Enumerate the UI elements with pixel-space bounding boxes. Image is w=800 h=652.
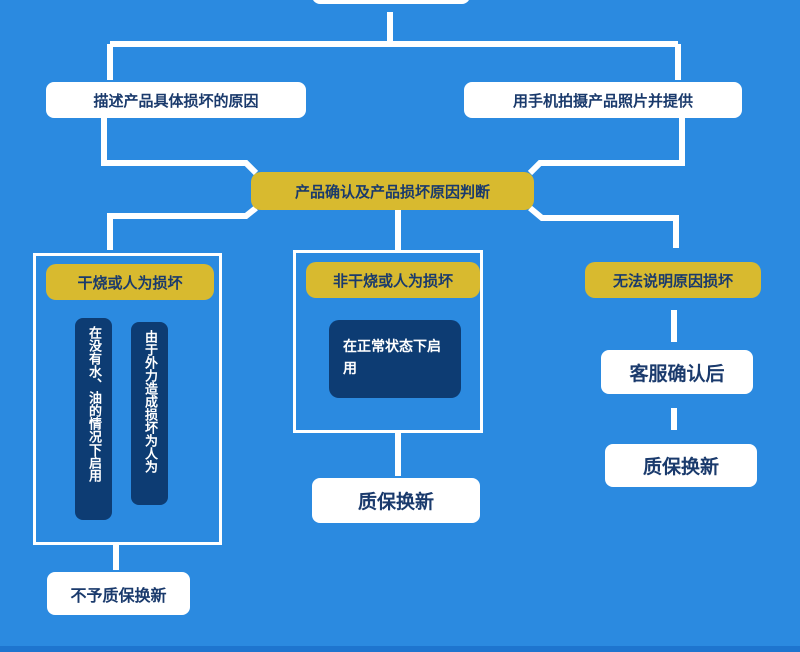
not-dry-or-human-label: 非干烧或人为损坏 [306,262,480,298]
dry-or-human-label: 干烧或人为损坏 [46,264,214,300]
external-force-box: 由于外力造成损坏为人为 [131,322,168,505]
warranty-right-box: 质保换新 [605,444,757,487]
describe-reason-box: 描述产品具体损坏的原因 [46,82,306,118]
not-dry-or-human-frame [293,250,483,433]
left-branch-line [107,205,258,250]
cannot-explain-label: 无法说明原因损坏 [585,262,761,298]
dry-or-human-frame [33,253,222,545]
no-warranty-box: 不予质保换新 [47,572,190,615]
warranty-center-box: 质保换新 [312,478,480,523]
left-merge-line [101,118,259,176]
confirm-judge-box: 产品确认及产品损坏原因判断 [251,172,534,210]
right-branch-line [528,205,679,248]
no-water-oil-box: 在没有水、油的情况下启用 [75,318,112,520]
normal-state-box: 在正常状态下启用 [329,320,461,398]
service-confirm-box: 客服确认后 [601,350,753,394]
bottom-band [0,646,800,652]
right-merge-line [527,118,685,176]
top-start-box [312,0,470,4]
photo-provide-box: 用手机拍摄产品照片并提供 [464,82,742,118]
top-branch-line [107,12,681,80]
